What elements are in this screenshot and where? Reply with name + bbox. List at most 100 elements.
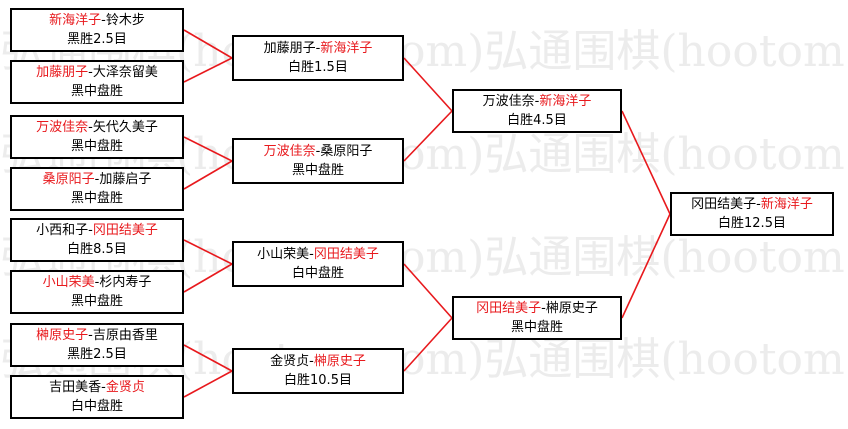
- match-result: 黑胜2.5目: [67, 32, 127, 47]
- match-players: 小山荣美-冈田结美子: [257, 245, 379, 264]
- match-box: 冈田结美子-新海洋子白胜12.5目: [670, 192, 834, 236]
- vs-separator: -: [101, 380, 106, 395]
- match-box: 吉田美香-金贤贞白中盘胜: [10, 375, 184, 419]
- vs-separator: -: [88, 120, 93, 135]
- match-result: 黑中盘胜: [70, 294, 123, 309]
- player-2: 杉内寿子: [99, 275, 152, 290]
- vs-separator: -: [88, 65, 93, 80]
- player-1: 冈田结美子: [476, 301, 542, 316]
- match-box: 万波佳奈-桑原阳子黑中盘胜: [232, 138, 404, 184]
- vs-separator: -: [94, 275, 100, 290]
- match-result: 白胜12.5目: [718, 216, 786, 231]
- vs-separator: -: [534, 94, 540, 109]
- vs-separator: -: [309, 354, 314, 369]
- match-box: 万波佳奈-矢代久美子黑中盘胜: [10, 115, 184, 159]
- player-2: 新海洋子: [320, 41, 373, 56]
- match-players: 新海洋子-铃木步: [49, 11, 145, 30]
- match-box: 小山荣美-杉内寿子黑中盘胜: [10, 270, 184, 314]
- match-result: 白胜8.5目: [67, 242, 127, 257]
- match-players: 小西和子-冈田结美子: [36, 221, 158, 240]
- match-players: 金贤贞-榊原史子: [270, 352, 366, 371]
- vs-separator: -: [315, 144, 321, 159]
- player-1: 加藤朋子: [36, 65, 89, 80]
- vs-separator: -: [315, 41, 321, 56]
- match-box: 加藤朋子-大泽奈留美黑中盘胜: [10, 60, 184, 104]
- bracket-connector-line: [183, 370, 233, 398]
- bracket-connector-line: [621, 213, 671, 319]
- player-2: 矢代久美子: [92, 120, 158, 135]
- vs-separator: -: [94, 172, 100, 187]
- player-2: 新海洋子: [539, 94, 592, 109]
- match-result: 白胜10.5目: [284, 373, 352, 388]
- bracket-connector-line: [621, 110, 671, 215]
- vs-separator: -: [88, 223, 93, 238]
- bracket-connector-line: [183, 263, 233, 293]
- match-result: 黑中盘胜: [510, 320, 563, 335]
- vs-separator: -: [309, 247, 314, 262]
- bracket-connector-line: [403, 263, 453, 319]
- player-1: 加藤朋子: [263, 41, 316, 56]
- match-players: 冈田结美子-榊原史子: [476, 299, 598, 318]
- player-1: 小山荣美: [42, 275, 95, 290]
- match-box: 万波佳奈-新海洋子白胜4.5目: [452, 89, 622, 133]
- match-result: 黑中盘胜: [70, 191, 123, 206]
- player-2: 金贤贞: [105, 380, 145, 395]
- match-players: 万波佳奈-桑原阳子: [264, 142, 373, 161]
- match-box: 加藤朋子-新海洋子白胜1.5目: [232, 35, 404, 81]
- player-1: 小西和子: [36, 223, 89, 238]
- vs-separator: -: [756, 197, 761, 212]
- player-1: 冈田结美子: [691, 197, 757, 212]
- match-players: 桑原阳子-加藤启子: [43, 170, 152, 189]
- player-2: 吉原由香里: [92, 328, 158, 343]
- match-players: 冈田结美子-新海洋子: [691, 195, 813, 214]
- bracket-connector-line: [183, 136, 233, 162]
- bracket-connector-line: [403, 57, 453, 112]
- player-1: 新海洋子: [49, 13, 102, 28]
- match-result: 黑胜2.5目: [67, 347, 127, 362]
- player-1: 吉田美香: [49, 380, 102, 395]
- bracket-connector-line: [183, 344, 233, 372]
- match-result: 白中盘胜: [70, 399, 123, 414]
- player-2: 加藤启子: [99, 172, 152, 187]
- vs-separator: -: [541, 301, 546, 316]
- match-players: 加藤朋子-大泽奈留美: [36, 63, 158, 82]
- match-players: 万波佳奈-新海洋子: [483, 92, 592, 111]
- match-players: 小山荣美-杉内寿子: [43, 273, 152, 292]
- player-1: 万波佳奈: [482, 94, 535, 109]
- match-box: 榊原史子-吉原由香里黑胜2.5目: [10, 323, 184, 367]
- bracket-connector-line: [183, 29, 233, 59]
- player-2: 冈田结美子: [92, 223, 158, 238]
- match-box: 新海洋子-铃木步黑胜2.5目: [10, 8, 184, 52]
- bracket-connector-line: [403, 110, 453, 162]
- player-1: 小山荣美: [257, 247, 310, 262]
- player-2: 铃木步: [105, 13, 145, 28]
- player-1: 金贤贞: [270, 354, 310, 369]
- player-2: 榊原史子: [545, 301, 598, 316]
- vs-separator: -: [88, 328, 93, 343]
- player-1: 万波佳奈: [36, 120, 89, 135]
- match-players: 加藤朋子-新海洋子: [264, 39, 373, 58]
- match-players: 榊原史子-吉原由香里: [36, 326, 158, 345]
- player-2: 桑原阳子: [320, 144, 373, 159]
- player-2: 大泽奈留美: [92, 65, 158, 80]
- match-result: 白胜1.5目: [288, 60, 348, 75]
- match-result: 黑中盘胜: [70, 84, 123, 99]
- match-box: 小山荣美-冈田结美子白中盘胜: [232, 241, 404, 287]
- match-box: 桑原阳子-加藤启子黑中盘胜: [10, 167, 184, 211]
- player-1: 榊原史子: [36, 328, 89, 343]
- match-box: 冈田结美子-榊原史子黑中盘胜: [452, 296, 622, 340]
- vs-separator: -: [101, 13, 106, 28]
- match-result: 黑中盘胜: [70, 139, 123, 154]
- match-result: 白中盘胜: [291, 266, 344, 281]
- match-players: 吉田美香-金贤贞: [49, 378, 145, 397]
- bracket-connector-line: [183, 57, 233, 83]
- bracket-connector-line: [183, 160, 233, 190]
- match-box: 小西和子-冈田结美子白胜8.5目: [10, 218, 184, 262]
- bracket-connector-line: [183, 239, 233, 265]
- bracket-connector-line: [403, 317, 453, 372]
- player-2: 新海洋子: [760, 197, 813, 212]
- player-2: 冈田结美子: [313, 247, 379, 262]
- match-result: 黑中盘胜: [291, 163, 344, 178]
